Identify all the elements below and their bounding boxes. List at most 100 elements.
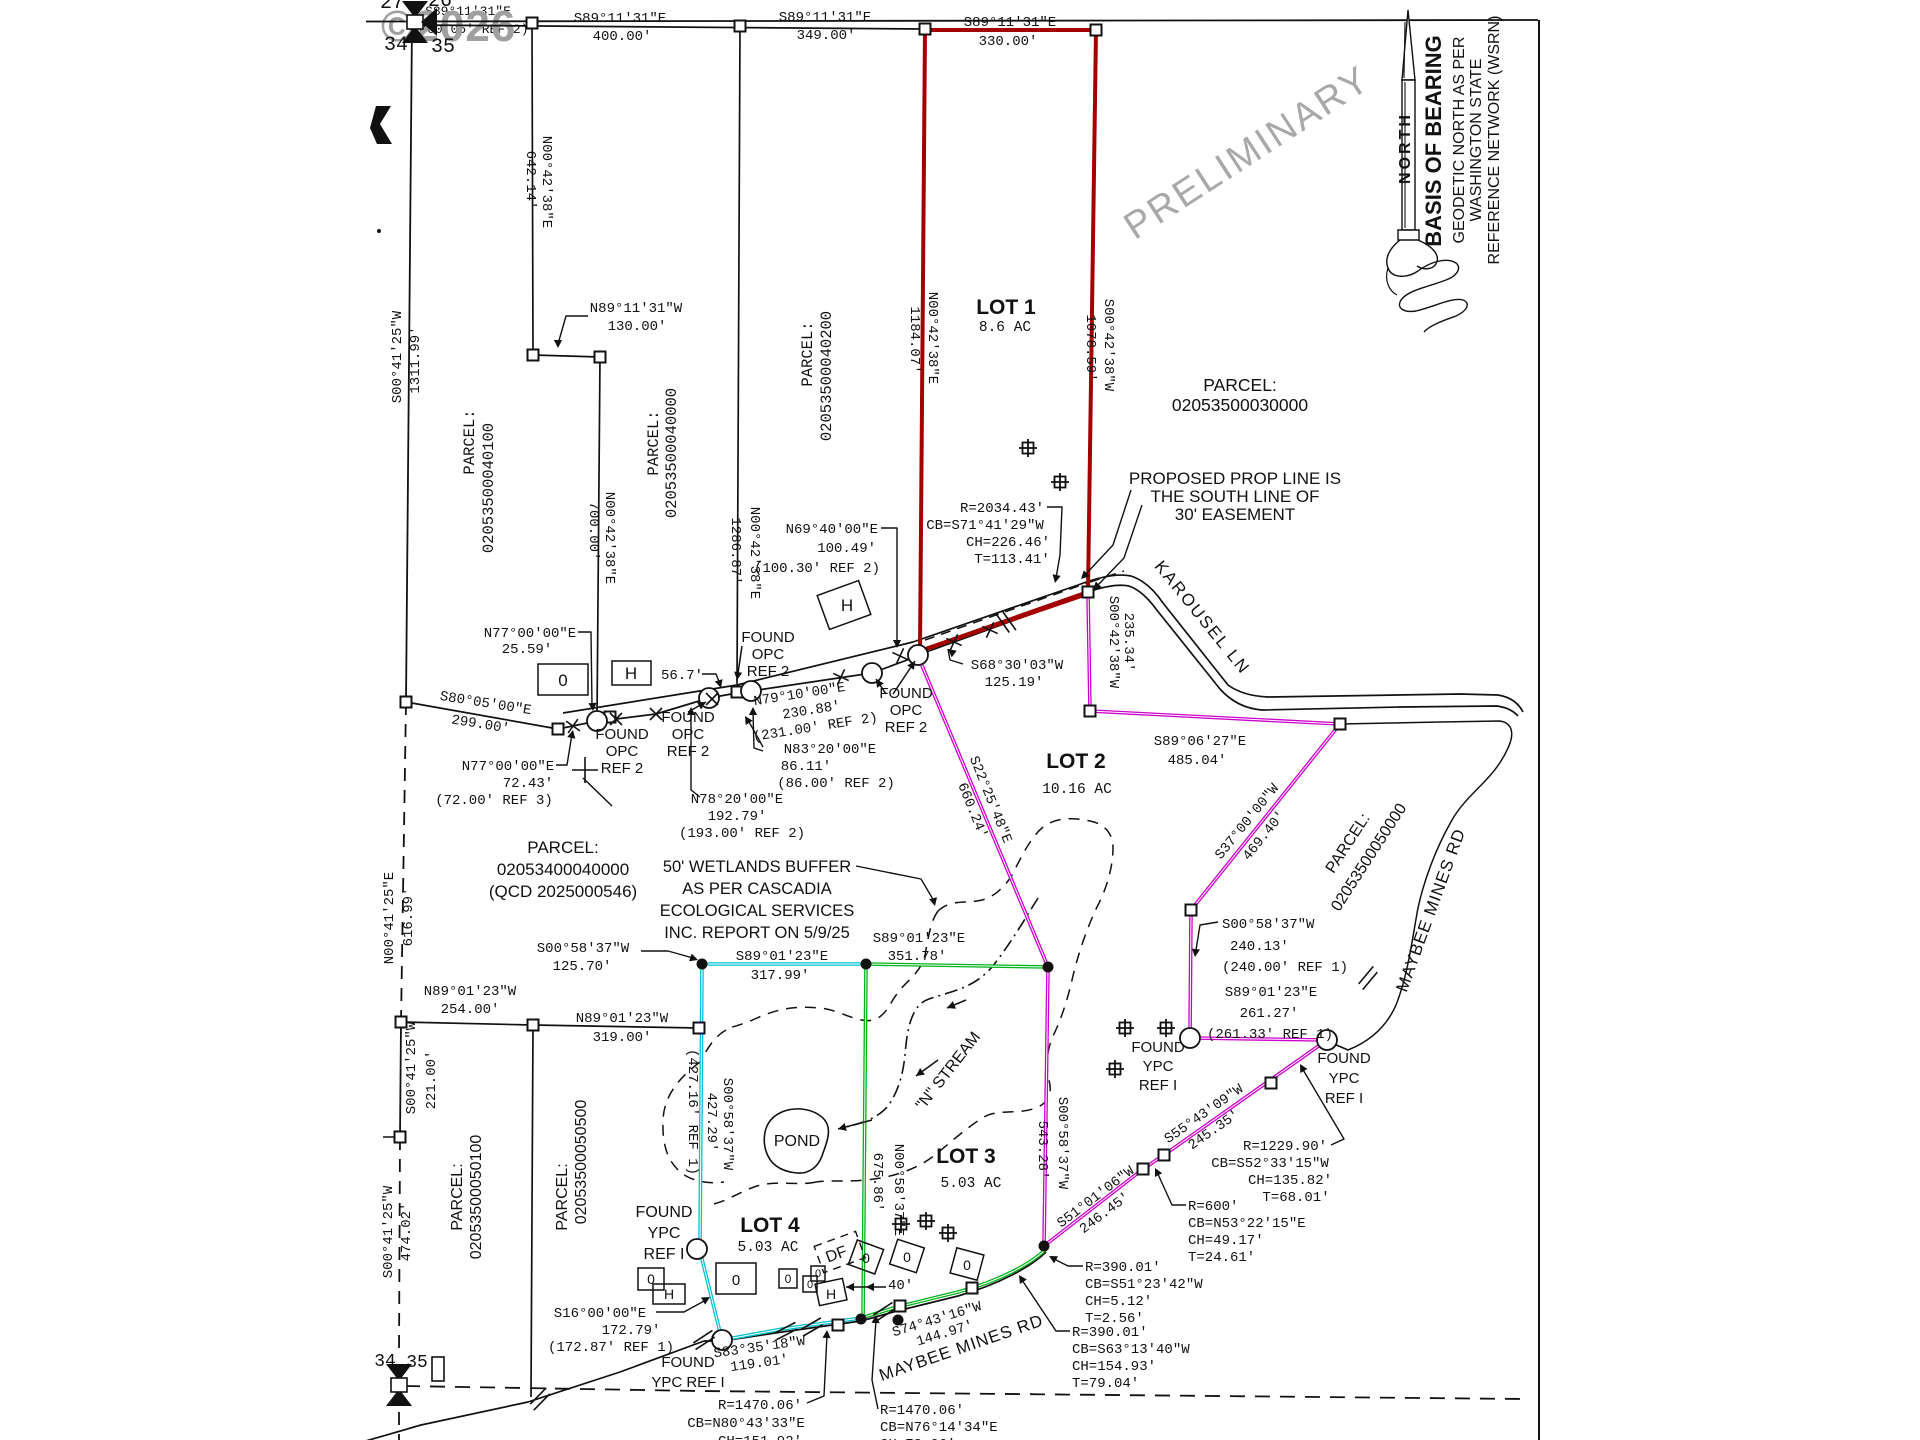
svg-text:R=600': R=600' [1188,1199,1238,1215]
svg-text:T=24.61': T=24.61' [1188,1250,1255,1266]
svg-text:1286.87': 1286.87' [727,517,743,584]
svg-text:FOUND: FOUND [1131,1039,1184,1056]
svg-text:PARCEL:: PARCEL: [1203,375,1277,395]
svg-text:34: 34 [384,34,408,57]
svg-text:S00°41'25"W: S00°41'25"W [404,1021,420,1114]
svg-text:50' WETLANDS BUFFER: 50' WETLANDS BUFFER [663,858,851,876]
svg-text:235.34': 235.34' [1120,613,1136,672]
svg-text:0: 0 [558,671,567,690]
svg-text:S89°11'31"E: S89°11'31"E [779,10,871,26]
svg-text:REF I: REF I [1139,1077,1177,1094]
svg-text:PROPOSED PROP LINE IS: PROPOSED PROP LINE IS [1129,469,1341,488]
svg-text:CB=S51°23'42"W: CB=S51°23'42"W [1085,1277,1203,1293]
svg-text:10.16 AC: 10.16 AC [1042,782,1112,798]
svg-text:T=2.56': T=2.56' [1085,1311,1144,1327]
svg-text:THE SOUTH LINE OF: THE SOUTH LINE OF [1150,487,1319,506]
svg-text:616.99': 616.99' [401,888,417,947]
svg-text:02053500050500: 02053500050500 [573,1100,590,1225]
svg-text:72.43': 72.43' [503,776,553,792]
svg-text:R=1229.90': R=1229.90' [1243,1139,1327,1155]
svg-text:R=2034.43': R=2034.43' [960,501,1044,517]
svg-text:(100.30' REF 2): (100.30' REF 2) [754,561,880,577]
svg-text:REF I: REF I [644,1246,685,1263]
svg-text:02053500030000: 02053500030000 [1172,395,1309,415]
svg-text:S00°58'37"W: S00°58'37"W [1222,917,1315,933]
svg-text:N00°42'38"E: N00°42'38"E [746,507,762,599]
svg-text:S89°11'31"E: S89°11'31"E [964,15,1056,31]
svg-text:100.49': 100.49' [817,541,876,557]
svg-text:CH=151.92': CH=151.92' [718,1434,802,1440]
svg-text:56.7': 56.7' [661,668,703,684]
svg-text:H: H [841,596,853,615]
svg-text:0: 0 [963,1257,971,1273]
svg-text:400.00': 400.00' [593,29,652,45]
svg-text:R=1470.06': R=1470.06' [718,1398,802,1414]
svg-text:REFERENCE NETWORK (WSRN): REFERENCE NETWORK (WSRN) [1486,16,1503,265]
svg-text:R=390.01': R=390.01' [1072,1325,1148,1341]
svg-text:PARCEL:: PARCEL: [461,409,479,474]
svg-text:PARCEL:: PARCEL: [554,1163,571,1230]
svg-text:427.29': 427.29' [703,1093,719,1152]
svg-text:240.13': 240.13' [1230,939,1289,955]
svg-text:02053400040000: 02053400040000 [497,860,629,879]
svg-text:(86.00' REF 2): (86.00' REF 2) [777,776,895,792]
svg-text:02053500040100: 02053500040100 [480,423,498,553]
svg-text:OPC: OPC [890,702,923,719]
svg-text:S89°11'31"E: S89°11'31"E [425,4,511,19]
svg-text:S00°42'38"W: S00°42'38"W [1105,596,1121,689]
svg-text:0: 0 [785,1272,792,1286]
svg-text:AS PER CASCADIA: AS PER CASCADIA [682,880,831,898]
svg-text:CB=S63°13'40"W: CB=S63°13'40"W [1072,1342,1190,1358]
svg-text:REF 2: REF 2 [601,760,644,777]
svg-text:PARCEL:: PARCEL: [449,1163,466,1230]
svg-text:N89°01'23"W: N89°01'23"W [576,1011,669,1027]
svg-text:S89°06'27"E: S89°06'27"E [1154,734,1246,750]
svg-text:S89°01'23"E: S89°01'23"E [873,931,965,947]
svg-text:FOUND: FOUND [661,709,714,726]
svg-text:S00°42'38"W: S00°42'38"W [1100,299,1116,392]
svg-text:N83°20'00"E: N83°20'00"E [784,742,876,758]
svg-text:317.99': 317.99' [751,968,810,984]
svg-text:5.03 AC: 5.03 AC [738,1240,799,1256]
svg-text:CB=S71°41'29"W: CB=S71°41'29"W [926,518,1044,534]
svg-text:192.79': 192.79' [708,809,767,825]
svg-text:POND: POND [774,1133,820,1150]
svg-text:02053500040200: 02053500040200 [818,311,836,441]
svg-text:125.19': 125.19' [985,675,1044,691]
svg-text:254.00': 254.00' [441,1002,500,1018]
svg-text:WASHINGTON STATE: WASHINGTON STATE [1468,59,1485,222]
svg-text:N89°11'31"W: N89°11'31"W [590,301,683,317]
svg-text:351.78': 351.78' [888,949,947,965]
svg-text:02053500050100: 02053500050100 [468,1135,485,1260]
svg-text:(427.16' REF 1): (427.16' REF 1) [684,1049,700,1175]
svg-text:H: H [625,664,637,683]
svg-text:GEODETIC NORTH AS PER: GEODETIC NORTH AS PER [1451,37,1468,244]
svg-text:474.02': 474.02' [399,1203,415,1262]
svg-text:319.00': 319.00' [593,1030,652,1046]
svg-text:8.6 AC: 8.6 AC [979,320,1032,336]
svg-text:349.00': 349.00' [797,28,856,44]
svg-text:125.70': 125.70' [553,959,612,975]
svg-text:(261.33' REF 1): (261.33' REF 1) [1207,1027,1333,1043]
svg-text:CB=N80°43'33"E: CB=N80°43'33"E [687,1416,805,1432]
svg-text:675.86': 675.86' [869,1153,885,1212]
svg-text:642.14': 642.14' [522,151,538,210]
svg-text:130.00': 130.00' [608,319,667,335]
svg-text:0: 0 [862,1250,870,1266]
svg-text:LOT 1: LOT 1 [976,296,1036,319]
svg-text:REF 2: REF 2 [885,719,928,736]
svg-text:S16°00'00"E: S16°00'00"E [554,1306,646,1322]
svg-text:0: 0 [903,1249,911,1265]
svg-text:N89°01'23"W: N89°01'23"W [424,984,517,1000]
svg-text:OPC: OPC [606,743,639,760]
svg-text:700.00': 700.00' [585,502,601,561]
svg-text:S68°30'03"W: S68°30'03"W [971,658,1064,674]
svg-text:(240.00' REF 1): (240.00' REF 1) [1222,960,1348,976]
svg-text:DF: DF [824,1243,850,1266]
svg-text:T=113.41': T=113.41' [974,552,1050,568]
svg-text:N00°42'38"E: N00°42'38"E [538,136,554,228]
svg-text:R=1470.06': R=1470.06' [880,1403,964,1419]
svg-text:REF I: REF I [1325,1090,1363,1107]
svg-text:BASIS OF BEARING: BASIS OF BEARING [1421,35,1446,246]
svg-text:S00°41'25"W: S00°41'25"W [381,1185,397,1278]
